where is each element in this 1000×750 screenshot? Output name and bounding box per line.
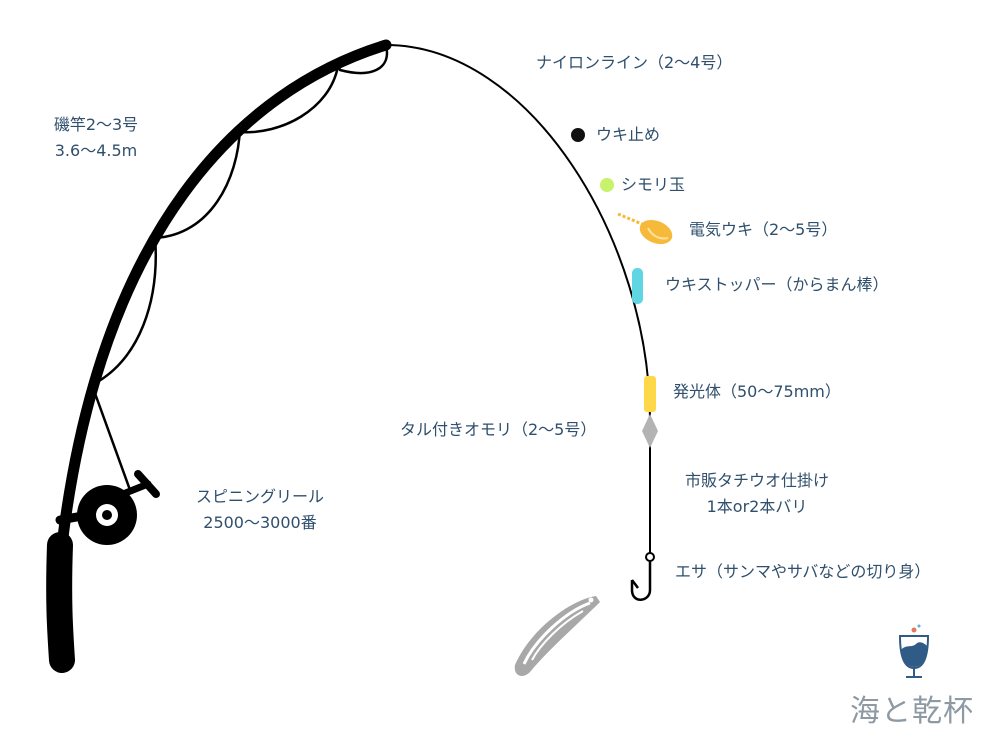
label-electric-float: 電気ウキ（2～5号） [689,220,838,239]
label-reel-line2: 2500～3000番 [203,512,317,532]
label-float-stopper: ウキストッパー（からまん棒） [665,275,889,294]
shimori-bead [600,178,614,192]
bait-fish-icon [514,596,600,676]
label-rig-line1: 市販タチウオ仕掛け [684,471,829,490]
uki-stop-knot [571,128,585,142]
fishing-line [385,44,651,556]
rod-guides [91,44,389,387]
electric-float-icon [617,212,673,245]
hook-icon [630,552,655,601]
label-reel-line1: スピニングリール [195,487,324,506]
label-nylon-line: ナイロンライン（2～4号） [536,53,733,72]
label-rig: 市販タチウオ仕掛け 1本or2本バリ [672,468,842,519]
label-rod-line1: 磯竿2～3号 [53,115,139,134]
barrel-sinker [642,414,658,448]
label-reel: スピニングリール 2500～3000番 [180,484,340,535]
fishing-rod [56,39,392,551]
label-rod-line2: 3.6～4.5m [54,140,138,160]
reel-line [90,384,132,491]
label-rod: 磯竿2～3号 3.6～4.5m [36,112,156,163]
wine-glass-wave-icon [898,624,930,678]
float-stopper [632,268,643,304]
light-stick [644,376,656,412]
spinning-reel [55,470,160,545]
label-rig-line2: 1本or2本バリ [706,496,808,516]
brand-logo-text: 海と乾杯 [850,694,974,729]
label-sinker: タル付きオモリ（2～5号） [400,420,597,439]
label-light-stick: 発光体（50～75mm） [673,382,841,401]
label-bait: エサ（サンマやサバなどの切り身） [675,562,931,581]
rod-grip [46,532,75,673]
label-shimori: シモリ玉 [621,175,686,194]
label-uki-stop: ウキ止め [596,125,661,144]
